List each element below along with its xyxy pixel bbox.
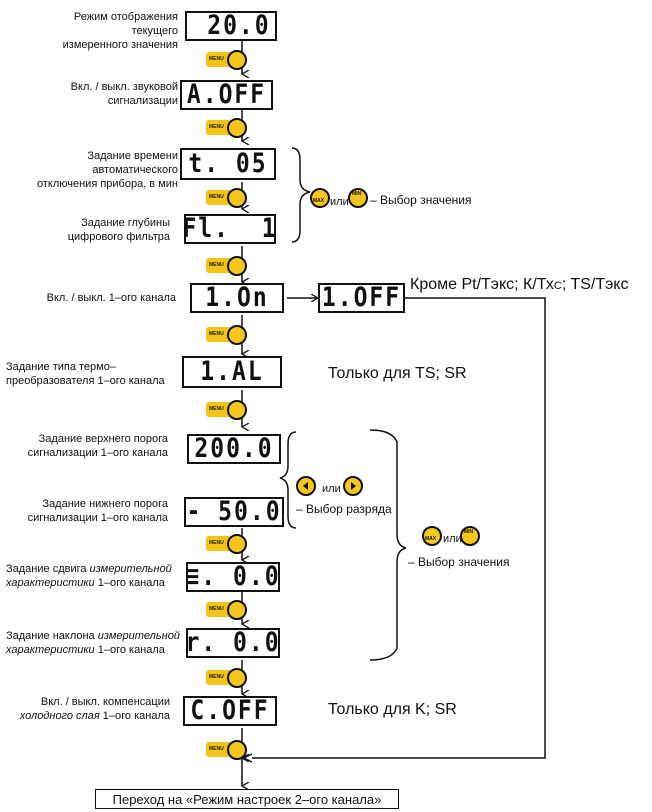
display-current-value: 20.0 <box>185 11 277 41</box>
or-label: или <box>330 196 349 208</box>
max-button-icon[interactable]: MAX <box>422 526 442 546</box>
menu-circle-icon <box>227 256 247 276</box>
menu-circle-icon <box>227 600 247 620</box>
display-channel-on: 1.On <box>190 283 284 313</box>
display-shift: ≡. 0.0 <box>186 562 280 592</box>
menu-button[interactable]: MENU <box>206 325 250 345</box>
or-label: или <box>322 483 341 495</box>
menu-button[interactable]: MENU <box>206 534 250 554</box>
display-sound-alarm: A.OFF <box>180 80 273 110</box>
display-auto-off: t. 05 <box>180 148 276 180</box>
value-choice-label: – Выбор значения <box>370 193 472 207</box>
menu-button[interactable]: MENU <box>206 400 250 420</box>
label-shift: Задание сдвига измерительной характерист… <box>6 563 172 589</box>
menu-circle-icon <box>227 188 247 208</box>
menu-circle-icon <box>227 325 247 345</box>
label-cold-junction: Вкл. / выкл. компенсации холодного слая … <box>19 696 170 722</box>
display-upper-threshold: 200.0 <box>187 434 281 464</box>
except-note: Кроме Pt/Тэкс; К/ТхC; TS/Тэкс <box>410 276 629 293</box>
menu-circle-icon <box>227 400 247 420</box>
menu-circle-icon <box>227 534 247 554</box>
or-label: или <box>443 533 462 545</box>
menu-button[interactable]: MENU <box>206 50 250 70</box>
only-ts-note: Только для TS; SR <box>328 365 467 382</box>
menu-circle-icon <box>227 118 247 138</box>
label-thermo-type: Задание типа термо–преобразователя 1–ого… <box>6 361 165 387</box>
display-thermo-type: 1.AL <box>182 356 282 388</box>
menu-circle-icon <box>227 668 247 688</box>
min-button-icon[interactable]: MIN <box>348 188 368 208</box>
menu-button[interactable]: MENU <box>206 740 250 760</box>
menu-circle-icon <box>227 740 247 760</box>
menu-button[interactable]: MENU <box>206 118 250 138</box>
digit-choice-label: – Выбор разряда <box>296 502 392 516</box>
menu-circle-icon <box>227 50 247 70</box>
display-lower-threshold: - 50.0 <box>184 497 284 527</box>
left-arrow-button-icon[interactable] <box>296 476 316 496</box>
display-slope: r. 0.0 <box>186 628 280 658</box>
only-k-note: Только для K; SR <box>328 701 457 718</box>
next-mode-box: Переход на «Режим настроек 2–ого канала» <box>95 789 399 809</box>
display-digital-filter: Fl. 1 <box>184 214 276 244</box>
menu-button[interactable]: MENU <box>206 188 250 208</box>
menu-button[interactable]: MENU <box>206 600 250 620</box>
label-slope: Задание наклона измерительной характерис… <box>6 630 180 656</box>
min-button-icon[interactable]: MIN <box>460 526 480 546</box>
display-cold-junction: C.OFF <box>183 696 277 726</box>
value-choice-label: – Выбор значения <box>408 555 510 569</box>
label-channel-onoff: Вкл. / выкл. 1–ого канала <box>46 292 176 304</box>
max-button-icon[interactable]: MAX <box>310 188 330 208</box>
menu-button[interactable]: MENU <box>206 668 250 688</box>
right-arrow-button-icon[interactable] <box>343 476 363 496</box>
menu-button[interactable]: MENU <box>206 256 250 276</box>
display-channel-off: 1.OFF <box>318 283 405 313</box>
